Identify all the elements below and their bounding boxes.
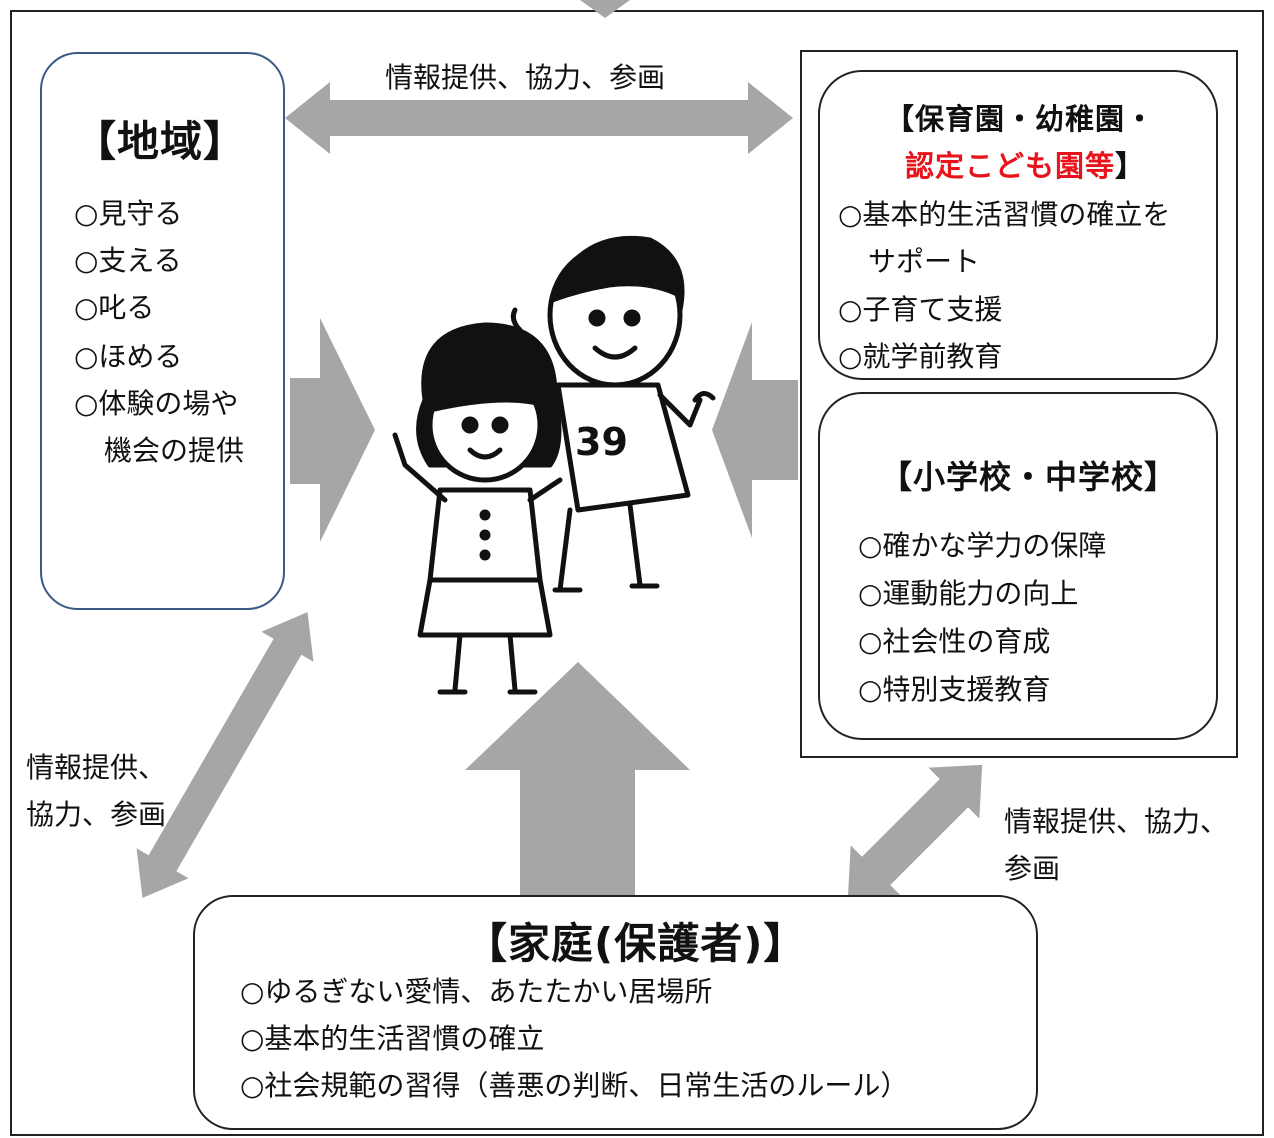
svg-text:39: 39 [575, 420, 628, 464]
nursery-title-line1: 【保育園・幼稚園・ [885, 102, 1156, 136]
region-title: 【地域】 [74, 117, 247, 166]
nursery-item: ○基本的生活習慣の確立を [838, 198, 1171, 231]
region-home-double-arrow [136, 612, 314, 898]
school-item: ○運動能力の向上 [858, 577, 1079, 610]
nursery-item: サポート [868, 245, 981, 278]
right-arrow-label-line1: 情報提供、協力、 [1004, 805, 1229, 838]
school-item: ○特別支援教育 [858, 673, 1051, 706]
school-home-double-arrow [847, 764, 983, 900]
left-arrow-label-line1: 情報提供、 [26, 751, 167, 784]
home-item: ○社会規範の習得（善悪の判断、日常生活のルール） [240, 1069, 909, 1102]
nursery-item: ○子育て支援 [838, 293, 1003, 326]
home-box [193, 895, 1038, 1130]
region-box [40, 52, 285, 610]
left-arrow-label-line2: 協力、参画 [26, 798, 167, 831]
home-item: ○ゆるぎない愛情、あたたかい居場所 [240, 975, 713, 1008]
home-to-kids-arrow [465, 662, 690, 895]
school-item: ○社会性の育成 [858, 625, 1051, 658]
region-item: 機会の提供 [104, 434, 245, 467]
home-title: 【家庭(保護者)】 [465, 919, 807, 968]
schools-to-kids-arrow [712, 322, 798, 538]
school-title: 【小学校・中学校】 [880, 458, 1178, 496]
nursery-title-bracket: 】 [1115, 149, 1146, 183]
top-arrow-label: 情報提供、協力、参画 [385, 61, 666, 94]
region-to-kids-arrow [290, 318, 375, 542]
region-item: ○支える [74, 244, 182, 277]
nursery-item: ○就学前教育 [838, 340, 1003, 373]
right-arrow-label-line2: 参画 [1004, 852, 1061, 885]
top-incoming-arrow [580, 0, 630, 18]
nursery-box [818, 70, 1218, 380]
school-box [818, 392, 1218, 740]
children-illustration: 39 [392, 235, 716, 695]
region-nursery-double-arrow [285, 82, 793, 154]
nursery-title-line2: 認定こども園等】 [905, 143, 1145, 185]
region-item: ○見守る [74, 197, 183, 230]
region-item: ○叱る [74, 291, 155, 324]
school-item: ○確かな学力の保障 [858, 529, 1107, 562]
home-item: ○基本的生活習慣の確立 [240, 1022, 545, 1055]
region-item: ○ほめる [74, 340, 183, 373]
boy-figure: 39 [510, 235, 716, 593]
girl-figure [392, 322, 563, 695]
diagram-frame [10, 10, 1264, 1136]
region-item: ○体験の場や [74, 387, 239, 420]
nursery-title-red: 認定こども園等 [905, 149, 1116, 183]
